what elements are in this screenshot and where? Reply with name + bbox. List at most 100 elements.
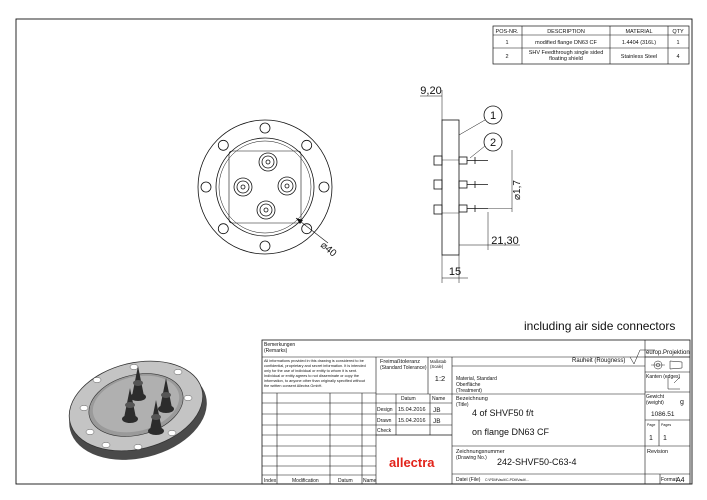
remarks-text-line: Individual or entity agrees to not disse… [264,374,359,378]
material-label: Material, Standard [456,376,497,382]
shv-feedthrough [233,177,253,197]
page-label: Page [647,423,655,427]
shv-feedthrough [256,200,276,220]
treatment-label: Oberfläche [456,382,481,388]
bolt-hole [259,240,271,252]
bolt-hole [217,139,229,151]
bom-row-1-pos: 1 [505,40,508,46]
remarks-text-line: only for the use of individual or entity… [264,369,357,373]
remarks-text-line: confidential, proprietary and secret inf… [264,364,366,368]
edges-label: Kanten (edges) [646,374,681,380]
scale-label: Maßstab [430,359,447,364]
flange-knife-edge [215,137,315,237]
tolerance-label: Freimaßtoleranz [380,359,420,365]
drawing-note: including air side connectors [524,319,675,333]
bolt-hole [318,181,330,193]
bom-header-qty: QTY [672,29,684,35]
air-side-connector [433,155,443,166]
modification-label: Modification [292,478,319,484]
bom-header-material: MATERIAL [625,29,652,35]
side-flange-body [441,119,460,256]
treatment-label-en: (Treatment) [456,388,482,394]
bom-row-2-desc-line2: floating shield [549,56,583,62]
dim-2130-label: 21,30 [491,235,519,247]
drawn-label: Drawn [377,418,392,424]
bom-header-pos: POS-NR. [496,29,519,35]
bom-table: POS-NR. DESCRIPTION MATERIAL QTY 1 modif… [492,25,690,65]
bolt-hole [217,223,229,235]
index-label: Index [264,478,277,484]
designation-label-en: (Title) [456,402,469,408]
drawn-name: JB [433,418,441,425]
pages-value: 1 [663,435,667,442]
bom-row-2-qty: 4 [676,54,679,60]
format-label: Format [661,477,677,483]
vacuum-side-pin [458,204,488,213]
flange-outer-edge [197,119,333,255]
file-path: C:\PDMVault\C-PDMVault\... [485,478,529,482]
bolt-hole [301,139,313,151]
revision-label: Revision [647,449,668,455]
bom-header-description: DESCRIPTION [547,29,585,35]
page-value: 1 [649,435,653,442]
pages-label: Pages [661,423,671,427]
name-header: Name [432,396,446,402]
bom-row-1-qty: 1 [676,40,679,46]
balloon-1 [483,105,503,125]
remarks-text-line: information, to anyone other than origin… [264,379,366,383]
weight-value: 1086.51 [651,411,675,418]
file-label: Datei (File) [456,477,481,483]
design-label: Design [377,407,393,413]
company-logo: allectra [389,455,435,470]
shv-feedthrough [277,176,297,196]
scale-value: 1:2 [435,374,445,383]
datum-footer: Datum [338,478,353,484]
check-label: Check [377,428,392,434]
roughness-label: Rauheit (Rougness) [572,358,625,364]
title-line-2: on flange DN63 CF [472,427,550,437]
bolt-hole [200,181,212,193]
bom-row-2-pos: 2 [505,54,508,60]
remarks-label: Bemerkungen [264,342,295,348]
shv-feedthrough [258,152,278,172]
dim-15-label: 15 [449,266,461,278]
format-value: A4 [676,477,685,484]
weight-label-en: (weight) [646,400,664,406]
weight-label: Gewicht [646,394,665,400]
date-header: Datum [401,396,416,402]
vacuum-side-pin [458,156,488,165]
balloon-2 [483,132,503,152]
remarks-text-line: the written consent Allectra GmbH. [264,384,322,388]
remarks-label-en: (Remarks) [264,348,288,354]
title-block [261,339,691,485]
drawing-number: 242-SHVF50-C63-4 [497,457,577,467]
bolt-hole [259,122,271,134]
flange-inner-ring [218,140,312,234]
remarks-text-line: All informations provided in this drawin… [264,359,364,363]
side-view [420,90,520,283]
air-side-connector [433,204,443,215]
tolerance-label-en: (Standard Tolerance) [380,365,427,371]
vacuum-side-pin [458,180,488,189]
balloon-1-label: 1 [490,110,496,122]
bom-row-2-desc: SHV Feedthrough single sided [529,50,604,56]
air-side-connector [433,179,443,190]
projection-label: europ.Projektion [646,350,690,356]
front-view-flange [197,119,333,255]
design-date: 15.04.2016 [398,407,426,413]
design-name: JB [433,407,441,414]
bom-row-1-material: 1.4404 (316L) [622,40,656,46]
scale-label-en: (Scale) [430,364,444,369]
bom-row-2-material: Stainless Steel [621,54,657,60]
isometric-model [68,360,207,460]
drawing-no-label-en: (Drawing No.) [456,455,487,461]
designation-label: Bezeichnung [456,396,488,402]
dim-920-label: 9,20 [420,85,441,97]
center-plate [228,150,302,224]
title-line-1: 4 of SHVF50 f/t [472,408,534,418]
name-footer: Name [363,478,377,484]
bom-row-1-desc: modified flange DN63 CF [535,40,597,46]
bolt-hole [301,223,313,235]
weight-unit: g [680,399,684,406]
